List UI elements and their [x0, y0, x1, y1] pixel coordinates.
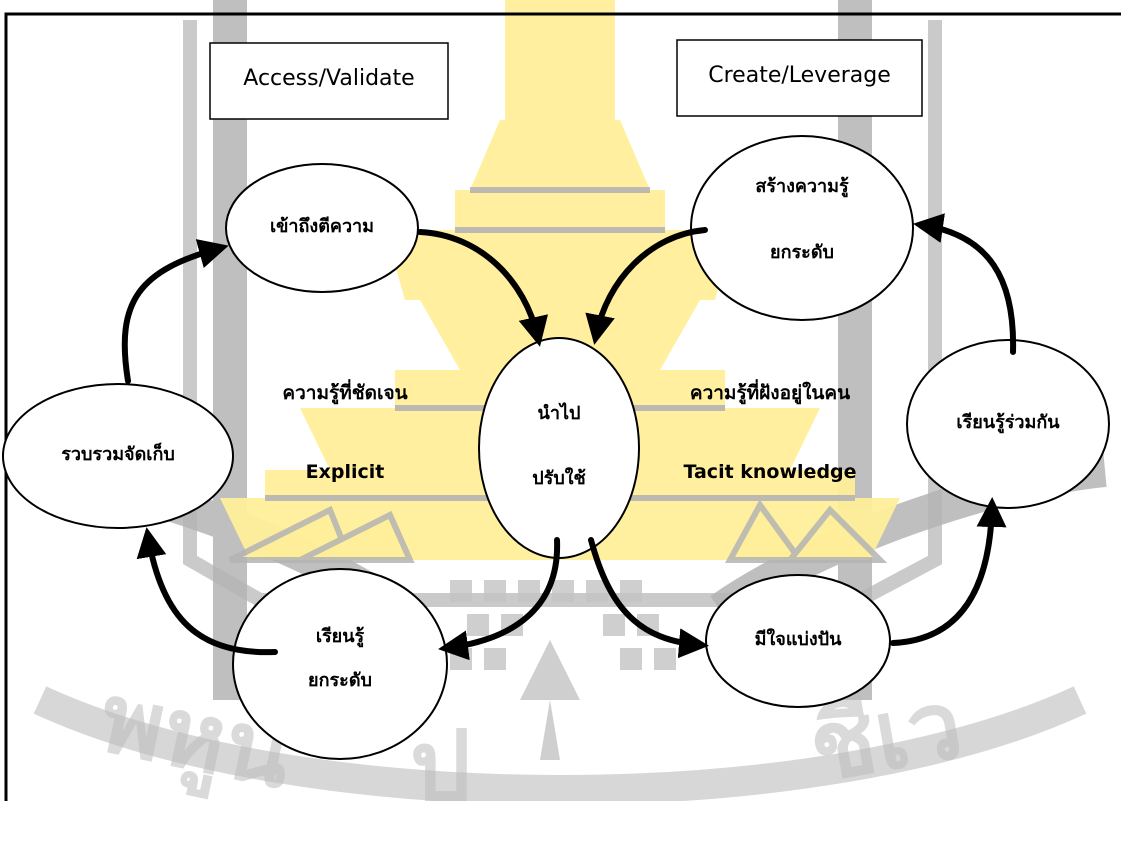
knowledge-cycle-diagram — [2, 12, 1121, 801]
node-collect-store — [2, 383, 234, 529]
node-learn-upgrade-label-1: เรียนรู้ — [315, 626, 365, 647]
outer-frame — [4, 12, 1121, 801]
node-willing-share-label: มีใจแบ่งปัน — [754, 629, 842, 650]
node-create-knowledge — [690, 135, 914, 321]
node-learn-together-label: เรียนรู้ร่วมกัน — [956, 412, 1060, 433]
tacit-en-label: Tacit knowledge — [683, 461, 857, 483]
node-access-interpret-label: เข้าถึงตีความ — [269, 216, 375, 237]
create-leverage-box — [676, 39, 923, 117]
node-apply — [478, 337, 640, 559]
node-apply-label-2: ปรับใช้ — [532, 468, 586, 489]
create-leverage-label: Create/Leverage — [708, 63, 891, 88]
watermark-rays — [228, 499, 888, 563]
access-validate-box — [209, 42, 449, 120]
arrow-learn-together-to-create — [913, 213, 1017, 355]
watermark-pattern — [450, 580, 676, 760]
arrow-access-to-apply — [417, 229, 549, 347]
watermark-bottom-arc — [33, 686, 1087, 801]
node-create-knowledge-label-1: สร้างความรู้ — [755, 176, 849, 197]
arrow-create-to-apply — [585, 227, 708, 345]
arrow-share-to-learn-together — [890, 497, 1007, 646]
tacit-thai-label: ความรู้ที่ฝังอยู่ในคน — [689, 382, 851, 404]
arrow-collect-to-access — [121, 239, 229, 384]
node-access-interpret — [225, 163, 419, 293]
node-collect-store-label: รวบรวมจัดเก็บ — [61, 444, 175, 465]
node-learn-upgrade-label-2: ยกระดับ — [308, 670, 372, 691]
arrow-learn-upgrade-to-collect — [136, 527, 278, 656]
explicit-en-label: Explicit — [305, 461, 385, 483]
node-learn-upgrade — [232, 568, 448, 760]
node-apply-label-1: นำไป — [537, 403, 581, 424]
watermark-tower — [220, 0, 900, 560]
explicit-thai-label: ความรู้ที่ชัดเจน — [282, 382, 408, 404]
node-create-knowledge-label-2: ยกระดับ — [770, 242, 834, 263]
node-learn-together — [906, 339, 1110, 509]
arrow-apply-to-learn-upgrade — [438, 537, 561, 661]
access-validate-label: Access/Validate — [243, 66, 415, 91]
university-seal-watermark — [16, 0, 1107, 801]
arrow-apply-to-share — [588, 537, 709, 659]
